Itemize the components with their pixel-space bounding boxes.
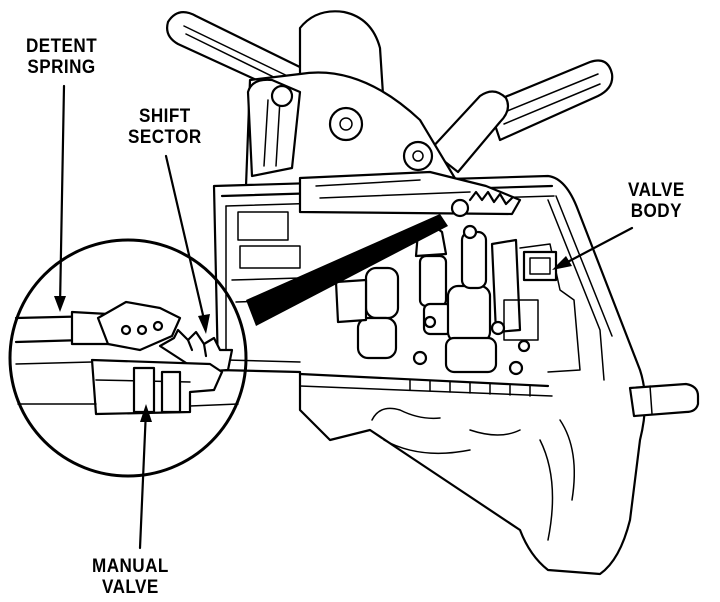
label-shift-sector: SHIFT SECTOR <box>128 106 202 148</box>
label-shift-sector-line2: SECTOR <box>128 127 202 148</box>
label-manual-valve-line2: VALVE <box>102 577 159 598</box>
leader-manual-valve <box>138 408 148 550</box>
detail-magnifier <box>8 238 248 478</box>
label-detent-spring-line2: SPRING <box>27 57 96 78</box>
label-detent-spring-line1: DETENT <box>26 36 98 57</box>
valve-spools <box>334 225 539 374</box>
magnifier-wedge <box>246 214 448 326</box>
label-detent-spring: DETENT SPRING <box>26 36 97 78</box>
label-valve-body-line1: VALVE <box>628 180 685 201</box>
leader-shift-sector-arrow <box>198 314 210 334</box>
leader-detent-spring <box>58 84 66 308</box>
leader-detent-spring-arrow <box>54 296 66 312</box>
label-valve-body-line2: BODY <box>630 201 682 222</box>
label-shift-sector-line1: SHIFT <box>138 106 191 127</box>
label-manual-valve: MANUAL VALVE <box>92 556 169 598</box>
label-manual-valve-line1: MANUAL <box>92 556 169 577</box>
leader-valve-body-arrow <box>552 256 572 270</box>
leader-manual-valve-arrow <box>140 404 152 422</box>
shift-lever-assembly <box>166 10 614 188</box>
label-valve-body: VALVE BODY <box>628 180 685 222</box>
leader-shift-sector <box>164 154 208 330</box>
leader-lines <box>54 84 634 550</box>
leader-valve-body <box>558 226 634 268</box>
